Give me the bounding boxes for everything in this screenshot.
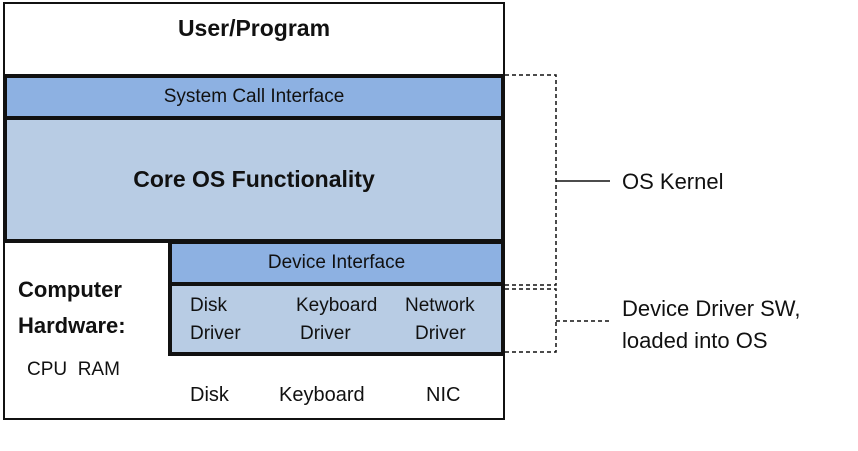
- core-os-layer: Core OS Functionality: [3, 116, 505, 243]
- os-kernel-bracket: [505, 74, 557, 286]
- core-os-label: Core OS Functionality: [133, 166, 375, 192]
- computer-hardware-label: Computer Hardware:: [18, 272, 168, 344]
- device-driver-sw-line2: loaded into OS: [622, 328, 768, 353]
- ram-label: RAM: [77, 359, 120, 380]
- network-driver-line1: Network: [405, 295, 475, 316]
- device-nic-label: NIC: [426, 384, 461, 406]
- device-interface-label: Device Interface: [267, 252, 406, 273]
- system-call-interface-label: System Call Interface: [163, 86, 345, 107]
- disk-driver-line2: Driver: [190, 323, 241, 344]
- disk-driver-line1: Disk: [190, 295, 227, 316]
- network-driver: Network Driver: [405, 292, 475, 348]
- keyboard-driver-line1: Keyboard: [296, 295, 378, 316]
- computer-hardware-line2: Hardware:: [18, 313, 126, 338]
- cpu-ram-label: CPU RAM: [27, 359, 120, 381]
- driver-sw-bracket: [505, 288, 557, 353]
- device-driver-sw-label: Device Driver SW, loaded into OS: [622, 293, 800, 357]
- device-driver-sw-line1: Device Driver SW,: [622, 296, 801, 321]
- device-keyboard-label: Keyboard: [279, 384, 365, 406]
- user-program-label: User/Program: [177, 14, 331, 41]
- os-kernel-label: OS Kernel: [622, 169, 724, 194]
- device-disk-label: Disk: [190, 384, 229, 406]
- network-driver-line2: Driver: [415, 323, 466, 344]
- disk-driver: Disk Driver: [190, 292, 241, 348]
- drivers-layer: [168, 282, 505, 356]
- keyboard-driver: Keyboard Driver: [296, 292, 377, 348]
- keyboard-driver-line2: Driver: [300, 323, 351, 344]
- computer-hardware-line1: Computer: [18, 277, 122, 302]
- cpu-label: CPU: [27, 359, 68, 380]
